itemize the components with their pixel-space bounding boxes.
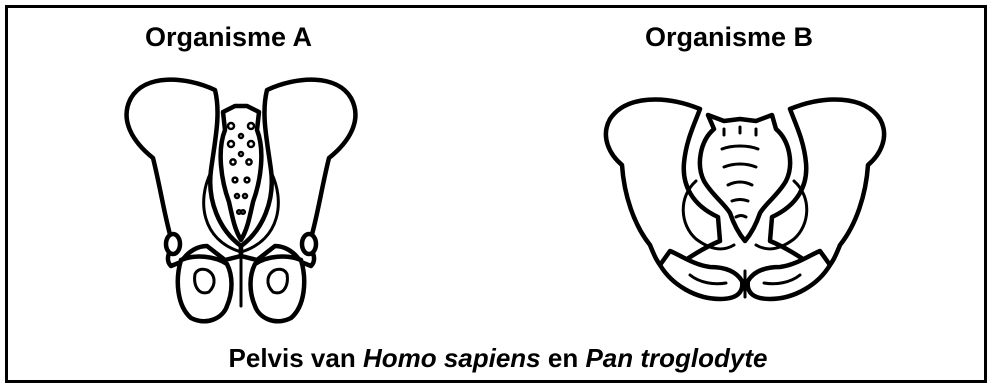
caption-text-1: Pelvis van	[229, 343, 363, 373]
organism-a-label: Organisme A	[145, 22, 355, 53]
pelvis-a-illustration	[115, 70, 375, 330]
caption-text-2: en	[541, 343, 586, 373]
organism-b-label: Organisme B	[645, 22, 855, 53]
figure-caption: Pelvis van Homo sapiens en Pan troglodyt…	[0, 343, 996, 374]
caption-species-b: Pan troglodyte	[585, 343, 767, 373]
pelvis-b-illustration	[600, 85, 890, 315]
caption-species-a: Homo sapiens	[363, 343, 541, 373]
